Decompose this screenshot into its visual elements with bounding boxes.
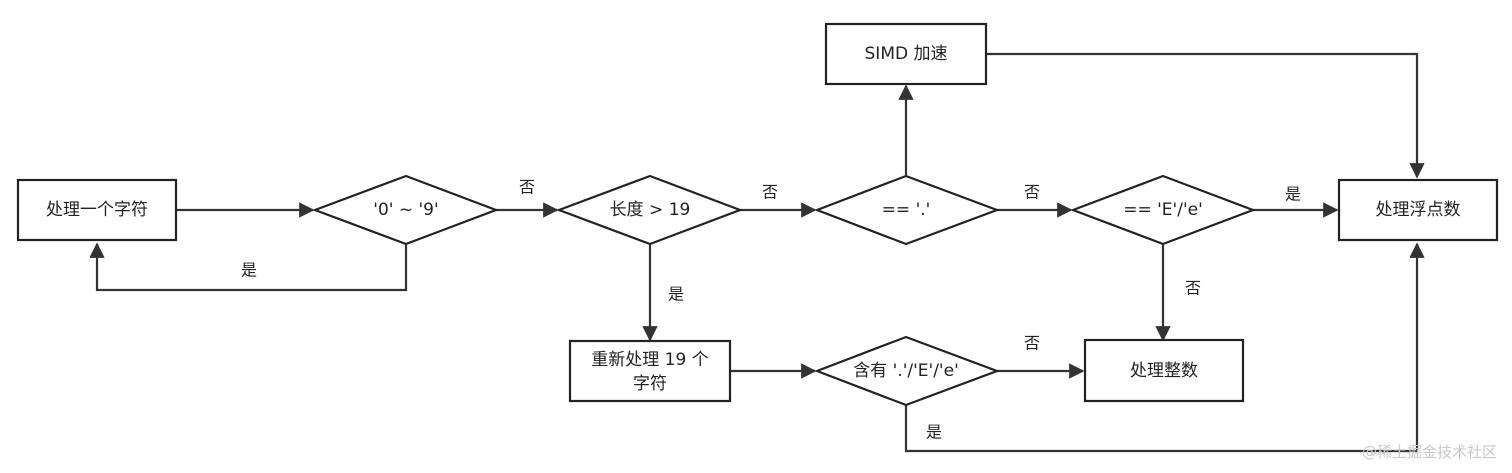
edge-label-digit-yes: 是	[241, 261, 257, 280]
node-process-int: 处理整数	[1130, 361, 1198, 381]
node-process-char-box	[16, 178, 178, 242]
node-simd-box	[824, 22, 988, 86]
node-reprocess-line1: 重新处理 19 个	[591, 350, 708, 370]
node-process-char: 处理一个字符	[46, 200, 148, 220]
edge-label-exp-yes: 是	[1285, 185, 1301, 204]
node-simd: SIMD 加速	[865, 44, 948, 64]
edge-label-contains-yes: 是	[926, 423, 942, 442]
node-contains-dot-exp: 含有 '.'/'E'/'e'	[853, 361, 959, 381]
node-length-gt-19: 长度 > 19	[610, 200, 691, 220]
node-is-exp: == 'E'/'e'	[1123, 200, 1203, 220]
edge-label-length-no: 否	[762, 183, 778, 202]
edge-label-contains-no: 否	[1024, 334, 1040, 353]
node-process-int-box	[1083, 338, 1245, 403]
edge-label-dot-no: 否	[1024, 183, 1040, 202]
node-contains-diamond	[813, 335, 1001, 407]
node-is-dot-diamond	[813, 174, 1001, 246]
node-is-exp-diamond	[1069, 174, 1257, 246]
edge-label-digit-no: 否	[519, 178, 535, 197]
node-reprocess-box	[568, 339, 732, 403]
watermark: @稀土掘金技术社区	[1362, 443, 1497, 461]
node-is-digit-diamond	[311, 174, 500, 246]
node-process-float-box	[1337, 178, 1499, 242]
edge-digit-loop-back	[89, 242, 408, 292]
node-process-float: 处理浮点数	[1376, 200, 1461, 220]
edge-label-length-yes: 是	[668, 285, 684, 304]
edge-simd-to-float	[986, 52, 1425, 179]
edge-contains-to-float	[904, 242, 1425, 453]
edge-label-exp-no: 否	[1185, 279, 1201, 298]
node-is-dot: == '.'	[882, 200, 931, 220]
node-reprocess-line2: 字符	[633, 374, 667, 394]
node-is-digit: '0' ~ '9'	[373, 200, 438, 220]
node-length-diamond	[555, 174, 744, 246]
